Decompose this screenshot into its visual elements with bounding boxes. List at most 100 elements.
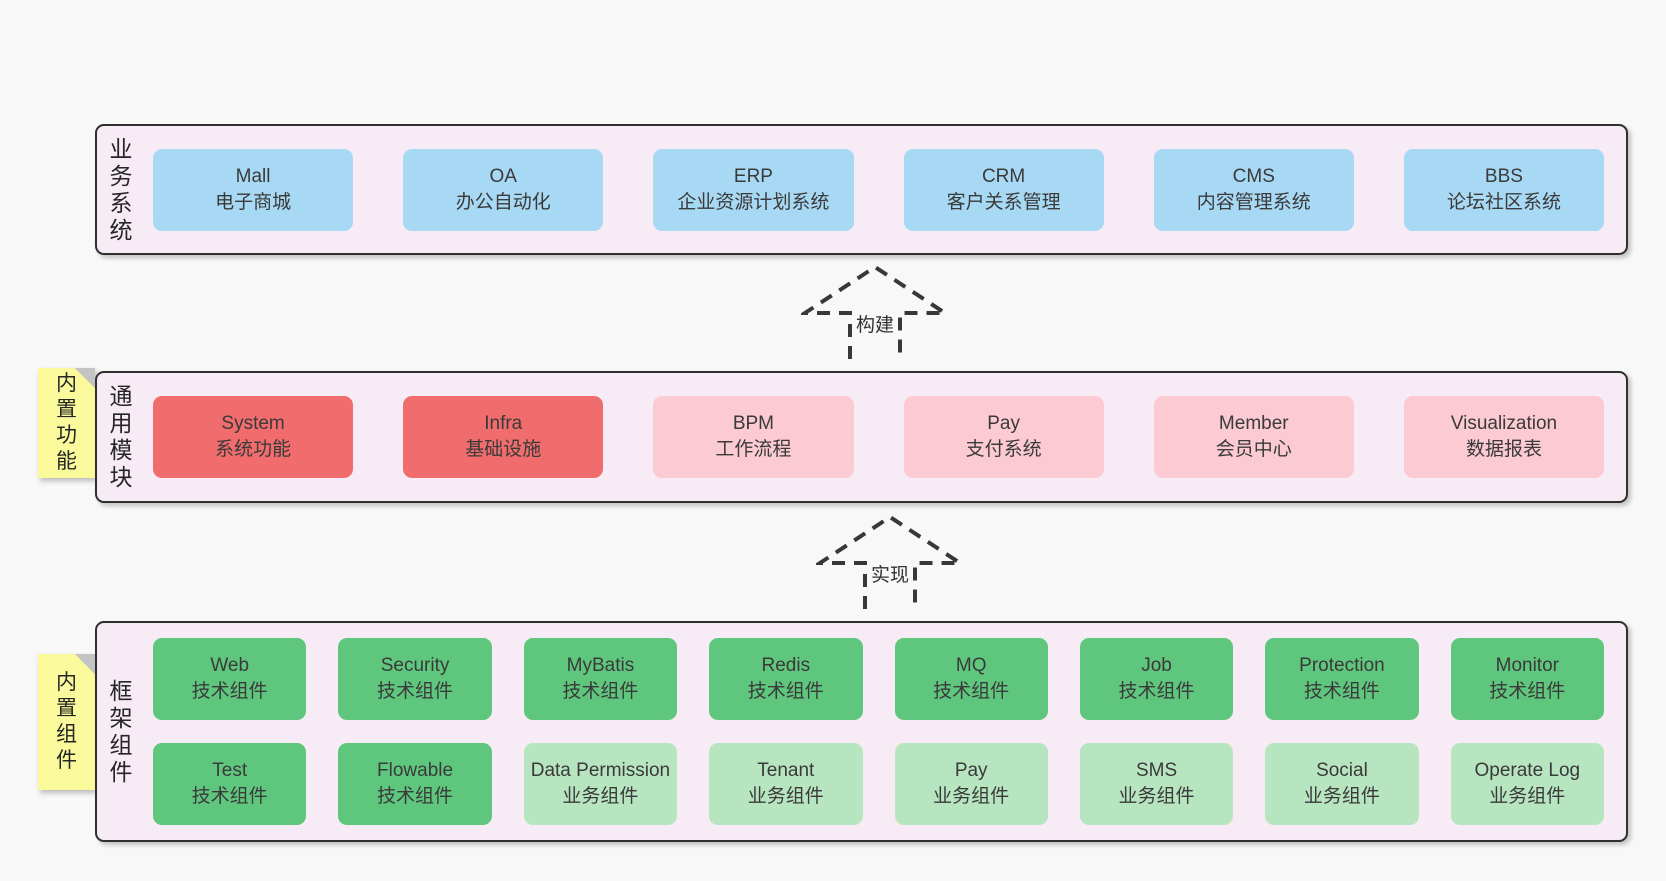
component-box-sms: SMS 业务组件 xyxy=(1079,743,1234,825)
box-title: Web xyxy=(210,655,250,676)
component-box-operate-log: Operate Log 业务组件 xyxy=(1450,743,1604,825)
box-subtitle: 技术组件 xyxy=(191,786,268,807)
box-title: CRM xyxy=(981,165,1026,187)
box-title: BBS xyxy=(1484,165,1523,187)
box-title: Job xyxy=(1141,655,1172,676)
box-subtitle: 技术组件 xyxy=(191,681,268,702)
box-subtitle: 技术组件 xyxy=(1118,681,1195,702)
component-box-social: Social 业务组件 xyxy=(1265,743,1419,825)
box-subtitle: 客户关系管理 xyxy=(946,191,1061,213)
build-arrow-label: 构建 xyxy=(852,310,898,337)
band-label: 业务系统 xyxy=(109,135,133,243)
component-box-monitor: Monitor 技术组件 xyxy=(1450,638,1604,720)
box-subtitle: 会员中心 xyxy=(1215,439,1292,460)
box-subtitle: 内容管理系统 xyxy=(1196,191,1311,213)
box-title: Redis xyxy=(761,655,811,676)
box-title: System xyxy=(221,413,285,434)
box-title: OA xyxy=(489,165,517,187)
component-box-protection: Protection 技术组件 xyxy=(1265,638,1419,720)
box-subtitle: 工作流程 xyxy=(715,439,792,460)
box-subtitle: 业务组件 xyxy=(562,786,639,807)
component-box-redis: Redis 技术组件 xyxy=(709,638,863,720)
module-box-member: Member 会员中心 xyxy=(1153,396,1354,478)
module-box-erp: ERP 企业资源计划系统 xyxy=(653,148,854,231)
module-box-bbs: BBS 论坛社区系统 xyxy=(1403,148,1605,231)
box-subtitle: 数据报表 xyxy=(1465,439,1542,460)
box-title: SMS xyxy=(1135,760,1178,781)
box-subtitle: 技术组件 xyxy=(1489,681,1566,702)
box-title: Test xyxy=(212,760,248,781)
framework-components-rows: Web 技术组件 Security 技术组件 MyBatis 技术组件 Redi… xyxy=(145,638,1604,825)
band-business-systems-label-column: 业务系统 xyxy=(97,136,145,244)
box-title: MyBatis xyxy=(566,655,635,676)
component-box-mybatis: MyBatis 技术组件 xyxy=(523,638,678,720)
box-subtitle: 业务组件 xyxy=(747,786,824,807)
sticky-label: 内置组件 xyxy=(56,671,77,772)
box-title: Tenant xyxy=(757,760,815,781)
framework-components-row-1: Web 技术组件 Security 技术组件 MyBatis 技术组件 Redi… xyxy=(145,638,1604,720)
box-title: BPM xyxy=(732,413,775,434)
sticky-fold-corner xyxy=(75,654,95,674)
sticky-note-built-in-components: 内置组件 xyxy=(38,654,95,790)
module-box-oa: OA 办公自动化 xyxy=(403,148,604,231)
band-framework-components-label-column: 框架组件 xyxy=(97,678,145,786)
implement-arrow-icon: 实现 xyxy=(816,513,964,611)
box-title: Infra xyxy=(484,413,523,434)
box-subtitle: 技术组件 xyxy=(377,681,454,702)
box-title: ERP xyxy=(733,165,773,187)
box-subtitle: 技术组件 xyxy=(933,681,1010,702)
build-arrow-icon: 构建 xyxy=(801,263,949,361)
box-title: Pay xyxy=(987,413,1020,434)
band-business-systems: 业务系统 Mall 电子商城 OA 办公自动化 ERP 企业资源计划系统 CRM… xyxy=(95,124,1628,255)
box-subtitle: 业务组件 xyxy=(1303,786,1380,807)
module-box-crm: CRM 客户关系管理 xyxy=(903,148,1104,231)
box-subtitle: 业务组件 xyxy=(933,786,1010,807)
component-box-web: Web 技术组件 xyxy=(153,638,307,720)
box-title: MQ xyxy=(955,655,987,676)
module-box-infra: Infra 基础设施 xyxy=(403,396,604,478)
band-common-modules: 通用模块 System 系统功能 Infra 基础设施 BPM 工作流程 Pay… xyxy=(95,371,1628,503)
module-box-visualization: Visualization 数据报表 xyxy=(1403,396,1605,478)
box-title: CMS xyxy=(1232,165,1275,187)
component-box-job: Job 技术组件 xyxy=(1079,638,1234,720)
module-box-mall: Mall 电子商城 xyxy=(153,148,354,231)
box-title: Security xyxy=(380,655,450,676)
component-box-data-permission: Data Permission 业务组件 xyxy=(523,743,678,825)
component-box-flowable: Flowable 技术组件 xyxy=(338,743,492,825)
sticky-fold-corner xyxy=(75,368,95,388)
box-title: Flowable xyxy=(377,760,454,781)
sticky-note-built-in-features: 内置功能 xyxy=(38,368,95,478)
component-box-pay: Pay 业务组件 xyxy=(894,743,1048,825)
box-subtitle: 论坛社区系统 xyxy=(1446,191,1561,213)
box-title: Member xyxy=(1218,413,1289,434)
sticky-label: 内置功能 xyxy=(56,372,77,473)
band-framework-components: 框架组件 Web 技术组件 Security 技术组件 MyBatis 技术组件… xyxy=(95,621,1628,842)
box-subtitle: 业务组件 xyxy=(1118,786,1195,807)
box-subtitle: 支付系统 xyxy=(965,439,1042,460)
common-modules-row: System 系统功能 Infra 基础设施 BPM 工作流程 Pay 支付系统… xyxy=(145,396,1605,478)
implement-arrow-label: 实现 xyxy=(867,560,913,587)
band-label: 框架组件 xyxy=(109,677,133,785)
box-subtitle: 基础设施 xyxy=(465,439,542,460)
framework-components-row-2: Test 技术组件 Flowable 技术组件 Data Permission … xyxy=(145,743,1604,825)
box-subtitle: 系统功能 xyxy=(215,439,292,460)
band-common-modules-label-column: 通用模块 xyxy=(97,383,145,491)
business-systems-row: Mall 电子商城 OA 办公自动化 ERP 企业资源计划系统 CRM 客户关系… xyxy=(145,148,1605,231)
box-subtitle: 技术组件 xyxy=(562,681,639,702)
component-box-tenant: Tenant 业务组件 xyxy=(709,743,863,825)
box-title: Monitor xyxy=(1495,655,1559,676)
box-subtitle: 技术组件 xyxy=(377,786,454,807)
component-box-security: Security 技术组件 xyxy=(338,638,492,720)
box-title: Pay xyxy=(954,760,988,781)
module-box-system: System 系统功能 xyxy=(153,396,354,478)
module-box-bpm: BPM 工作流程 xyxy=(653,396,854,478)
component-box-mq: MQ 技术组件 xyxy=(894,638,1048,720)
box-subtitle: 业务组件 xyxy=(1489,786,1566,807)
box-title: Data Permission xyxy=(530,760,671,781)
module-box-cms: CMS 内容管理系统 xyxy=(1153,148,1354,231)
box-subtitle: 办公自动化 xyxy=(455,191,551,213)
module-box-pay: Pay 支付系统 xyxy=(903,396,1104,478)
box-title: Social xyxy=(1316,760,1368,781)
box-title: Operate Log xyxy=(1474,760,1581,781)
box-title: Visualization xyxy=(1450,413,1558,434)
